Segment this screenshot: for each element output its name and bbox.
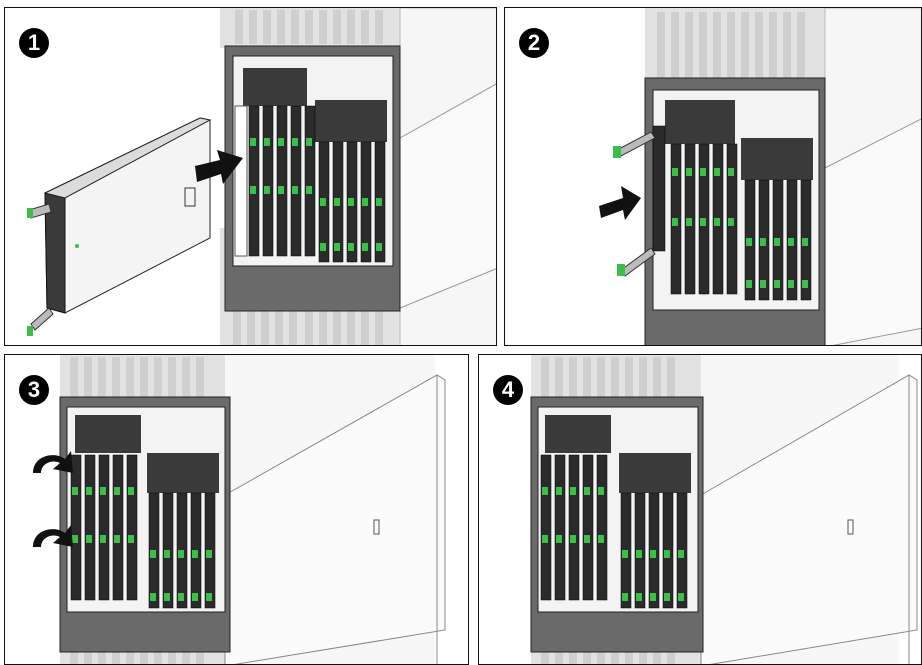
step-panel-2: 2 <box>504 7 922 346</box>
step-illustration-3 <box>33 355 446 664</box>
close-latch-arrow-icon <box>33 525 73 547</box>
step-illustration-2 <box>599 8 921 345</box>
step-number-badge: 4 <box>493 375 523 405</box>
step-panel-1: 1 <box>4 7 497 346</box>
step-panel-4: 4 <box>478 354 922 665</box>
step-number-badge: 3 <box>19 375 49 405</box>
insert-arrow-icon <box>599 186 641 220</box>
close-latch-arrow-icon <box>33 451 73 473</box>
step-panel-3: 3 <box>4 354 469 665</box>
step-illustration-4 <box>530 355 918 664</box>
step-number-badge: 1 <box>19 28 49 58</box>
insert-arrow-icon <box>195 150 243 184</box>
step-number-badge: 2 <box>519 28 549 58</box>
step-illustration-1 <box>27 8 496 345</box>
